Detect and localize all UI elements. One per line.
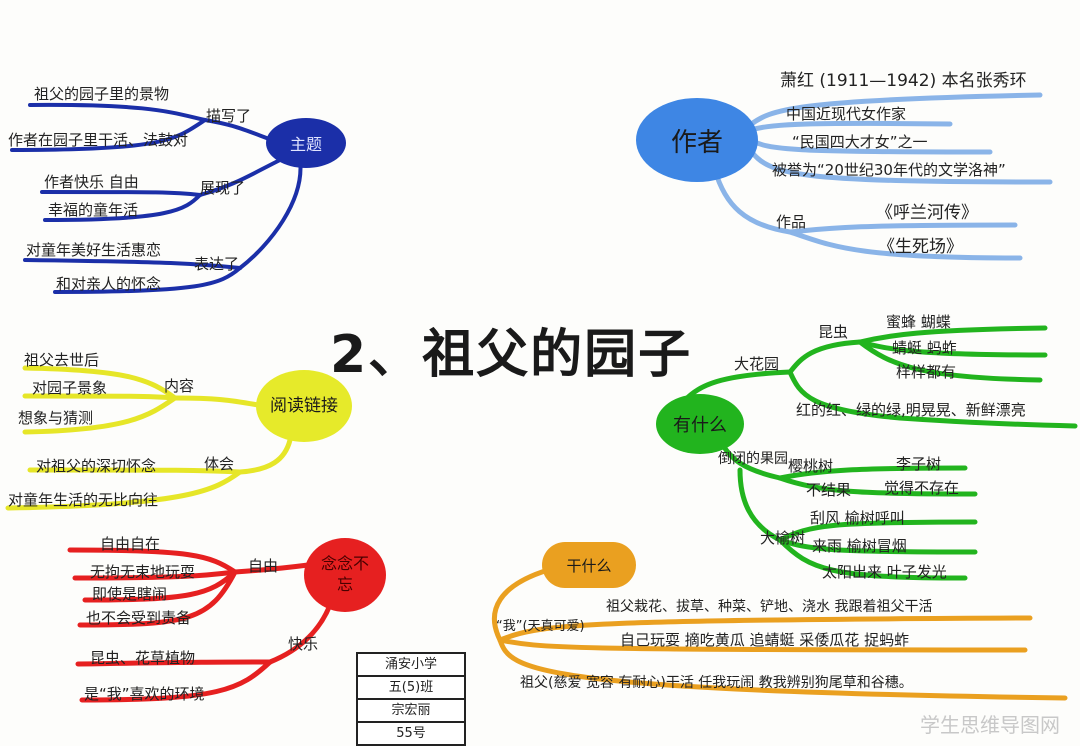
signature-box: 涌安小学 五(5)班 宗宏丽 55号 [356, 652, 466, 746]
whatis-leaf: 觉得不存在 [884, 479, 960, 497]
doing-grandpa: 祖父(慈爱 宽容 有耐心)干活 任我玩闹 教我辨别狗尾草和谷穗。 [520, 675, 913, 691]
signature-class: 五(5)班 [358, 677, 464, 700]
author-hub-label: 作者 [670, 127, 723, 158]
doing-me: “我”(天真可爱) [496, 619, 585, 634]
author-work: 《生死场》 [878, 237, 963, 257]
reading-leaf: 想象与猜测 [18, 409, 94, 427]
remember-hub-label: 念念不忘 [320, 554, 369, 594]
theme-branches [10, 102, 303, 294]
theme-group-express: 表达了 [194, 255, 240, 273]
whatis-leaf: 样样都有 [896, 363, 957, 381]
whatis-elm: 大榆树 [760, 529, 806, 547]
whatis-leaf: 不结果 [806, 481, 852, 499]
author-branches [712, 92, 1053, 261]
doing-branches [491, 567, 1068, 701]
remember-leaf: 是“我”喜欢的环境 [84, 685, 205, 703]
reading-group-feel: 体会 [204, 455, 235, 473]
whatis-insects: 昆虫 [818, 323, 849, 341]
remember-leaf: 也不会受到责备 [86, 609, 192, 627]
signature-name: 宗宏丽 [358, 700, 464, 723]
whatis-leaf: 太阳出来 叶子发光 [822, 563, 947, 581]
reading-branches [5, 365, 293, 511]
theme-leaf: 作者在园子里干活、法鼓对 [8, 131, 189, 149]
theme-leaf: 幸福的童年活 [48, 201, 139, 219]
theme-group-show: 展现了 [200, 179, 246, 197]
whatis-leaf: 李子树 [896, 455, 942, 473]
whatis-leaf: 樱桃树 [788, 457, 834, 475]
reading-hub: 阅读链接 [256, 370, 352, 442]
doing-hub: 干什么 [542, 542, 636, 588]
author-leaf: “民国四大才女”之一 [792, 133, 928, 151]
remember-leaf: 自由自在 [100, 535, 161, 553]
reading-hub-label: 阅读链接 [270, 395, 338, 416]
remember-group-joy: 快乐 [288, 635, 319, 653]
remember-leaf: 即使是瞎闹 [92, 585, 168, 603]
theme-leaf: 作者快乐 自由 [44, 173, 139, 191]
whatis-hub: 有什么 [656, 394, 744, 454]
whatis-leaf: 蜜蜂 蝴蝶 [886, 313, 951, 331]
remember-leaf: 无拘无束地玩耍 [90, 563, 196, 581]
whatis-leaf: 来雨 榆树冒烟 [812, 537, 907, 555]
whatis-hub-label: 有什么 [673, 415, 727, 436]
whatis-color-line: 红的红、绿的绿,明晃晃、新鲜漂亮 [796, 401, 1026, 419]
whatis-orchard: 倒闭的果园 [718, 451, 788, 467]
theme-leaf: 对童年美好生活惠恋 [26, 241, 162, 259]
reading-leaf: 祖父去世后 [24, 351, 100, 369]
theme-group-describe: 描写了 [206, 107, 252, 125]
doing-leaf: 自己玩耍 摘吃黄瓜 追蜻蜓 采倭瓜花 捉蚂蚱 [620, 631, 910, 649]
remember-leaf: 昆虫、花草植物 [90, 649, 196, 667]
doing-hub-label: 干什么 [566, 556, 612, 575]
signature-school: 涌安小学 [358, 654, 464, 677]
page-title: 2、祖父的园子 [330, 325, 693, 385]
watermark: 学生思维导图网 [920, 713, 1060, 737]
remember-hub: 念念不忘 [304, 538, 386, 612]
reading-leaf: 对园子景象 [32, 379, 108, 397]
author-work: 《呼兰河传》 [876, 203, 978, 223]
doing-leaf: 祖父栽花、拔草、种菜、铲地、浇水 我跟着祖父干活 [606, 599, 933, 615]
whatis-garden: 大花园 [734, 355, 780, 373]
remember-group-free: 自由 [248, 557, 279, 575]
author-hub: 作者 [636, 98, 758, 182]
author-leaf: 萧红 (1911—1942) 本名张秀环 [780, 71, 1027, 91]
reading-group-content: 内容 [164, 377, 195, 395]
whatis-leaf: 蜻蜓 蚂蚱 [892, 339, 957, 357]
reading-leaf: 对童年生活的无比向往 [8, 491, 159, 509]
author-works: 作品 [776, 213, 807, 231]
theme-hub: 主题 [266, 118, 346, 168]
theme-leaf: 和对亲人的怀念 [56, 275, 162, 293]
author-leaf: 中国近现代女作家 [786, 105, 907, 123]
reading-leaf: 对祖父的深切怀念 [36, 457, 157, 475]
whatis-leaf: 刮风 榆树呼叫 [810, 509, 905, 527]
signature-number: 55号 [396, 726, 426, 741]
theme-hub-label: 主题 [289, 135, 322, 154]
theme-leaf: 祖父的园子里的景物 [34, 85, 170, 103]
author-leaf: 被誉为“20世纪30年代的文学洛神” [772, 161, 1006, 179]
remember-branches [67, 547, 333, 703]
